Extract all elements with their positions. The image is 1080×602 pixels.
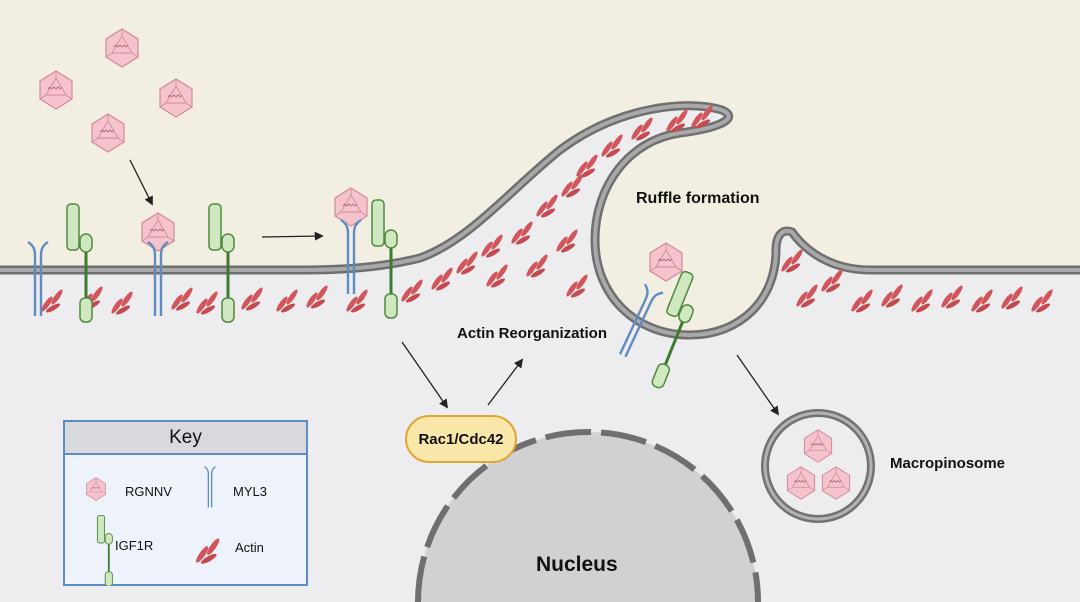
actin-mark xyxy=(454,250,480,277)
actin-icon xyxy=(194,536,222,566)
actin-mark xyxy=(819,268,845,295)
nucleus-shape xyxy=(415,429,761,602)
actin-mark xyxy=(574,153,600,180)
key-label-myl3: MYL3 xyxy=(233,484,267,499)
actin-mark xyxy=(939,284,965,311)
arrow xyxy=(736,354,780,416)
extracellular-space xyxy=(0,0,1080,335)
actin-mark xyxy=(794,283,820,310)
actin-mark xyxy=(559,173,585,200)
arrow xyxy=(401,341,449,409)
actin-mark xyxy=(304,284,330,311)
actin-mark xyxy=(109,290,135,317)
actin-mark xyxy=(194,290,220,317)
actin-mark xyxy=(524,253,550,280)
actin-mark xyxy=(849,288,875,315)
key-label-igf1r: IGF1R xyxy=(115,538,154,553)
actin-mark xyxy=(909,288,935,315)
actin-mark xyxy=(479,233,505,260)
virus-icon xyxy=(86,477,106,501)
macropinosome-label: Macropinosome xyxy=(890,455,1006,472)
actin-mark xyxy=(1029,288,1055,315)
key-icons xyxy=(86,466,222,586)
actin-mark xyxy=(534,193,560,220)
actin-mark xyxy=(239,286,265,313)
actin-mark xyxy=(999,285,1025,312)
actin-mark xyxy=(509,220,535,247)
actin-mark xyxy=(564,273,590,300)
key-legend: Key RGNNV MYL3 IGF1R Actin xyxy=(63,420,308,586)
arrow xyxy=(487,358,524,406)
actin-mark xyxy=(879,283,905,310)
actin-mark xyxy=(39,288,65,315)
macropinosome-vesicle xyxy=(761,409,875,523)
actin-mark xyxy=(554,228,580,255)
actin-mark xyxy=(969,288,995,315)
actin-mark xyxy=(429,266,455,293)
key-label-rgnnv: RGNNV xyxy=(125,484,172,499)
key-title: Key xyxy=(65,422,306,455)
actin-mark xyxy=(599,133,625,160)
ruffle-formation-label: Ruffle formation xyxy=(636,190,760,207)
actin-mark xyxy=(169,286,195,313)
actin-mark xyxy=(399,278,425,305)
actin-mark xyxy=(274,288,300,315)
arrow xyxy=(261,231,324,241)
actin-mark xyxy=(779,248,805,275)
arrow xyxy=(129,159,153,206)
actin-mark xyxy=(484,263,510,290)
key-label-actin: Actin xyxy=(235,540,264,555)
igf1r-icon xyxy=(96,514,114,586)
rac1-cdc42-node: Rac1/Cdc42 xyxy=(405,415,517,463)
nucleus-label: Nucleus xyxy=(536,553,618,576)
myl3-icon xyxy=(203,466,217,509)
actin-reorganization-label: Actin Reorganization xyxy=(457,325,608,342)
